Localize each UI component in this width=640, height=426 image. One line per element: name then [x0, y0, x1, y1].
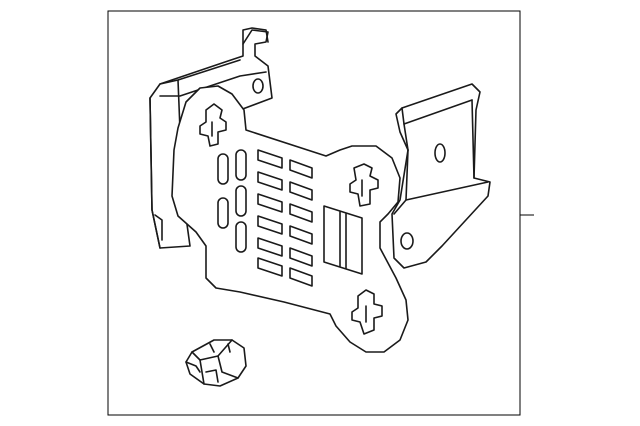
oval-slot [217, 197, 229, 229]
right-rear-flange [391, 83, 491, 269]
keyhole-slot-right [349, 163, 379, 207]
right-flange-hole [434, 143, 446, 163]
top-hook-tab [242, 27, 269, 45]
left-flange-hole [252, 78, 264, 94]
keyhole-slot-bottom [351, 289, 383, 335]
rectangular-slot-grid [257, 149, 313, 287]
oval-slot [235, 221, 247, 253]
clip-nut-body [185, 339, 247, 387]
oval-slot [235, 185, 247, 217]
right-flange-lower-hole [400, 232, 414, 250]
diagram-frame [107, 10, 521, 416]
front-plate [171, 85, 409, 353]
keyhole-slot-top-left [199, 103, 227, 147]
oval-slot [235, 149, 247, 181]
oval-slot [217, 153, 229, 185]
clip-nut [185, 339, 247, 387]
connector-window [323, 205, 363, 275]
mounting-bracket [149, 27, 491, 353]
